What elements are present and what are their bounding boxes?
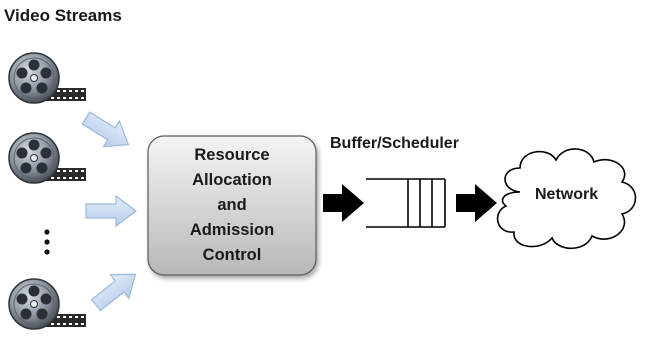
buffer-queue-icon xyxy=(366,178,446,228)
film-reel-icon xyxy=(8,52,87,104)
network-label: Network xyxy=(535,186,599,203)
film-reel-icon xyxy=(8,132,87,184)
buffer-label: Buffer/Scheduler xyxy=(330,135,459,152)
network-cloud-icon xyxy=(496,148,637,250)
resource-allocation-box xyxy=(147,135,317,276)
film-reel-icon xyxy=(8,278,87,330)
ellipsis-dots xyxy=(44,229,50,255)
box-label-line: Admission xyxy=(189,221,275,239)
box-label-line: Control xyxy=(202,246,262,264)
box-label-line: and xyxy=(217,196,247,214)
box-label-line: Allocation xyxy=(192,171,272,189)
box-label-line: Resource xyxy=(194,146,270,164)
output-arrow-to-network xyxy=(456,184,497,222)
page-title: Video Streams xyxy=(4,6,122,25)
input-arrow-middle xyxy=(85,194,137,228)
resource-allocation-box-label: Resource Allocation and Admission Contro… xyxy=(148,136,316,275)
input-arrow-bottom xyxy=(90,273,137,312)
output-arrow-to-buffer xyxy=(323,184,364,222)
input-arrow-top xyxy=(81,111,130,148)
